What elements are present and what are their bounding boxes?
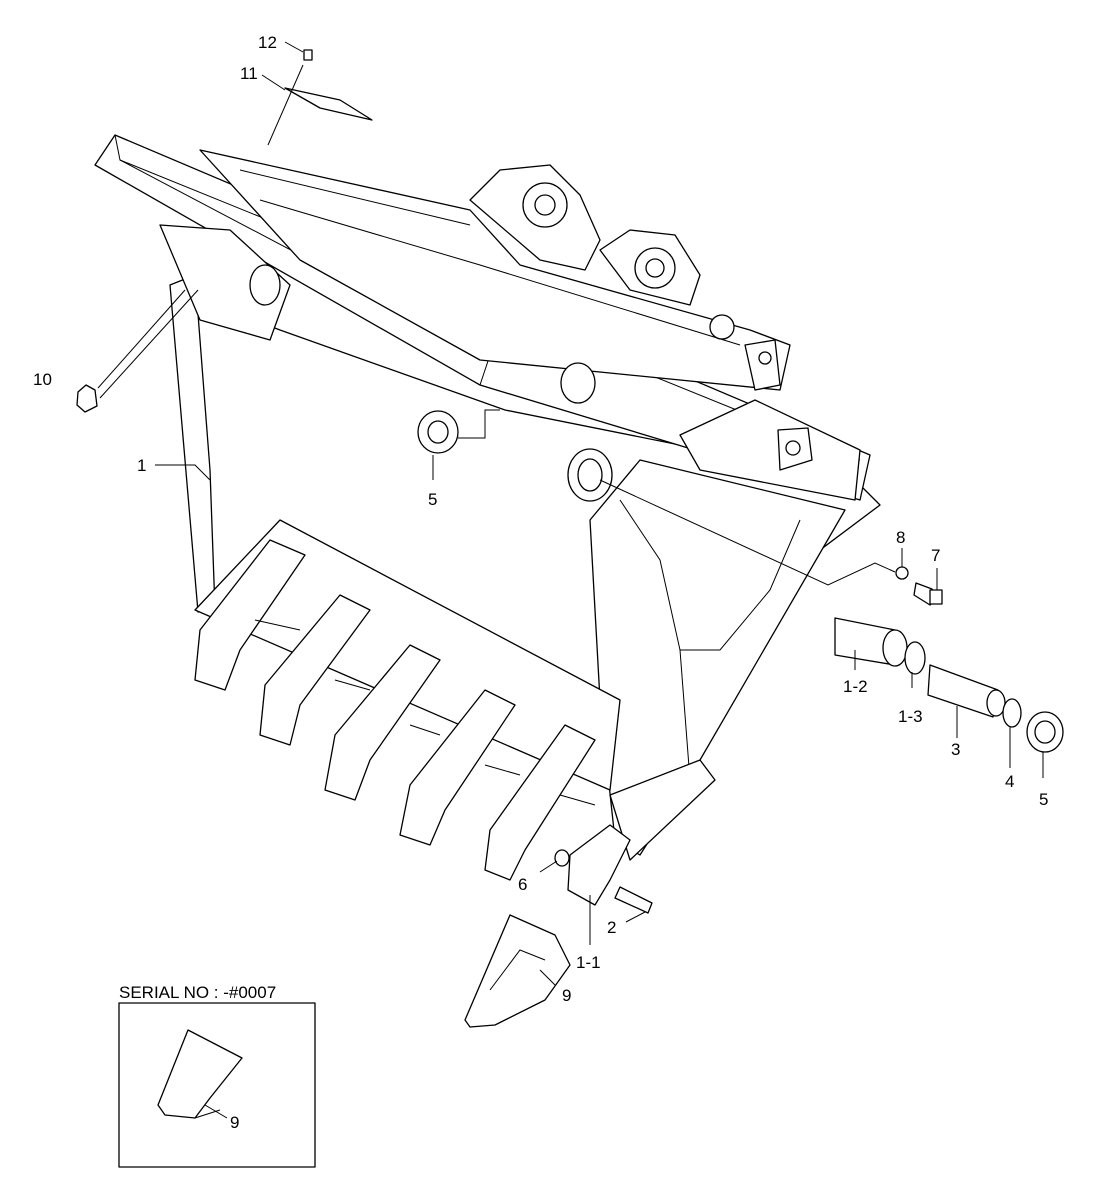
callout-11: 11 (240, 64, 258, 83)
callout-4: 4 (1005, 772, 1014, 791)
callout-5-upper: 5 (428, 490, 437, 509)
callout-6: 6 (518, 875, 527, 894)
callout-9-inset: 9 (230, 1113, 239, 1132)
serial-number-label: SERIAL NO : -#0007 (119, 983, 276, 1002)
leader-lines (97, 41, 1044, 986)
callout-2: 2 (607, 918, 616, 937)
callout-9-main: 9 (562, 986, 571, 1005)
callout-12: 12 (258, 33, 277, 52)
callout-1-1: 1-1 (576, 953, 601, 972)
callout-8: 8 (896, 528, 905, 547)
teeth-row (194, 539, 631, 906)
callout-3: 3 (951, 740, 960, 759)
callout-5-lower: 5 (1039, 790, 1048, 809)
loose-parts (76, 49, 1064, 1028)
serial-inset: SERIAL NO : -#0007 9 (118, 983, 316, 1168)
inset-tooth (157, 1029, 243, 1119)
callout-1-2: 1-2 (843, 677, 868, 696)
callout-10: 10 (33, 370, 52, 389)
callout-1-3: 1-3 (898, 707, 923, 726)
callout-1: 1 (137, 456, 146, 475)
callout-labels: 12 11 10 1 5 8 7 1-2 1-3 3 4 5 6 2 1-1 9 (33, 33, 1048, 1005)
bucket-body (94, 134, 881, 861)
callout-7: 7 (931, 546, 940, 565)
